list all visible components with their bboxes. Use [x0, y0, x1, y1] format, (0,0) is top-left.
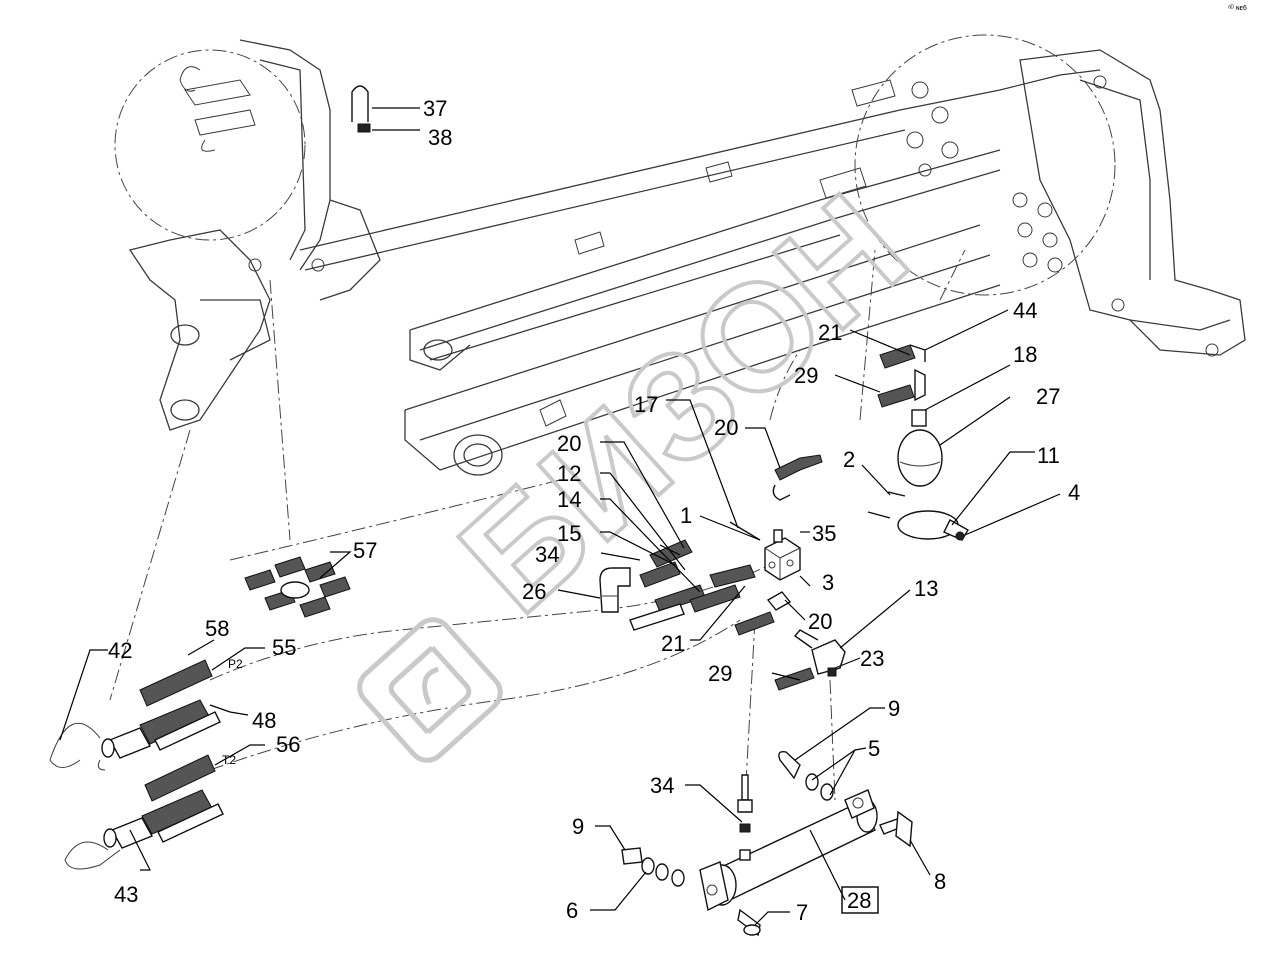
coupler-upper-part: [49, 659, 221, 771]
callout-38: 38: [428, 125, 452, 150]
callout-15: 15: [557, 521, 581, 546]
callout-27: 27: [1036, 384, 1060, 409]
detail-left-content: [179, 66, 256, 152]
callout-1: 1: [680, 503, 692, 528]
callout-34-lower: 34: [650, 773, 674, 798]
callout-57: 57: [353, 538, 377, 563]
callout-18: 18: [1013, 342, 1037, 367]
callout-14: 14: [557, 487, 581, 512]
detail-circle-left: [114, 49, 306, 241]
ball-valve-part: [793, 629, 846, 677]
watermark-text: БИЗОН: [429, 163, 937, 644]
callout-28-box: [841, 886, 879, 914]
pin-right-part: [879, 810, 913, 848]
callout-4: 4: [1068, 480, 1080, 505]
detail-circle-right: [854, 34, 1116, 296]
callout-7: 7: [796, 900, 808, 925]
elbow-upper-part: [778, 750, 801, 780]
callout-56: 56: [276, 732, 300, 757]
callout-34-upper: 34: [535, 542, 559, 567]
callout-9-lower: 9: [572, 814, 584, 839]
pin-lower-part: [737, 908, 761, 937]
hose-clips-part: [244, 556, 351, 618]
callout-58: 58: [205, 616, 229, 641]
coupler-lower-part: [64, 754, 224, 870]
port-label-t2: T2: [222, 753, 236, 767]
header-frame: [128, 39, 1246, 476]
callout-numbers: 37 38 44 21 18 29 27 17 20 20 2 11 4 12 …: [108, 96, 1080, 925]
valve-block-part: [764, 529, 801, 581]
washers-upper-part: [805, 773, 834, 801]
callout-42: 42: [108, 638, 132, 663]
callout-2: 2: [843, 447, 855, 472]
callout-8: 8: [934, 869, 946, 894]
callout-12: 12: [557, 461, 581, 486]
hose-routing: [109, 249, 966, 801]
callout-20-left: 20: [557, 431, 581, 456]
corner-code: ᵒᴰ ɴᴇ6: [1228, 5, 1247, 12]
plate-holes: [906, 81, 1063, 273]
leader-lines: [59, 107, 1061, 926]
callout-6: 6: [566, 898, 578, 923]
callout-13: 13: [914, 576, 938, 601]
u-bolt-part: [351, 85, 371, 133]
callout-20-lower: 20: [808, 609, 832, 634]
callout-21-upper: 21: [818, 320, 842, 345]
callout-5: 5: [868, 736, 880, 761]
callout-20-upper: 20: [714, 415, 738, 440]
callout-29-lower: 29: [708, 661, 732, 686]
accumulator-part: [897, 409, 943, 487]
callout-26: 26: [522, 579, 546, 604]
elbow-fitting-part: [599, 567, 631, 613]
callout-55: 55: [272, 635, 296, 660]
callout-11: 11: [1037, 443, 1060, 468]
fitting-lower-part: [621, 847, 685, 887]
hydraulic-cylinder-part: [699, 789, 878, 912]
callout-23: 23: [860, 646, 884, 671]
callout-17: 17: [634, 392, 658, 417]
bolt-part: [737, 774, 753, 833]
callout-21-lower: 21: [661, 631, 685, 656]
callout-48: 48: [252, 708, 276, 733]
callout-9-upper: 9: [888, 696, 900, 721]
callout-37: 37: [423, 96, 447, 121]
callout-28: 28: [847, 888, 871, 913]
port-label-p2: P2: [228, 657, 243, 671]
callout-44: 44: [1013, 298, 1037, 323]
fittings-cluster: [629, 344, 926, 691]
callout-3: 3: [822, 570, 834, 595]
callout-35: 35: [812, 521, 836, 546]
callout-29-upper: 29: [794, 363, 818, 388]
clamp-part: [867, 491, 969, 541]
callout-43: 43: [114, 882, 138, 907]
